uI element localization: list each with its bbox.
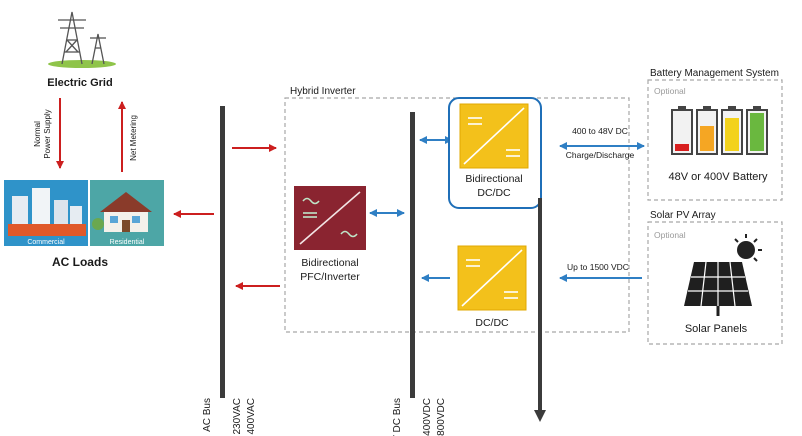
solar-title: Solar PV Array: [650, 210, 716, 221]
pfc-inverter-block: Bidirectional PFC/Inverter: [294, 186, 366, 283]
transmission-tower-icon: [58, 11, 106, 65]
normal-supply-label-1: Normal: [33, 121, 42, 147]
bms-optional: Optional: [654, 86, 686, 96]
dc-dc-conversion-icon: [461, 249, 523, 307]
sun-icon: [734, 234, 762, 262]
solar-optional: Optional: [654, 230, 686, 240]
bidirectional-dcdc-label-2: DC/DC: [477, 187, 511, 199]
ac-loads: Commercial Residential AC Loads: [4, 180, 164, 269]
dcdc-block: DC/DC: [457, 245, 527, 329]
buildings-icon: [8, 188, 86, 236]
bms-frame: [647, 79, 783, 201]
bidirectional-dcdc-label-1: Bidirectional: [465, 173, 522, 185]
hybrid-inverter-title: Hybrid Inverter: [290, 86, 356, 97]
commercial-label: Commercial: [27, 239, 65, 246]
solar-link-label: Up to 1500 VDC: [567, 262, 629, 272]
battery-high-icon: [721, 106, 743, 155]
pfc-label-1: Bidirectional: [301, 257, 358, 269]
battery-full-icon: [746, 106, 768, 155]
dc-dc-conversion-icon: [463, 107, 525, 165]
solar-label: Solar Panels: [685, 323, 748, 335]
ac-bus-voltage-2: 3Ø 400VAC: [246, 398, 257, 436]
bms-label: 48V or 400V Battery: [668, 171, 768, 183]
house-icon: [92, 192, 152, 232]
ac-loads-label: AC Loads: [52, 255, 108, 269]
battery-medium-icon: [696, 106, 718, 155]
hv-dc-bus-voltage-1: 400VDC: [422, 398, 433, 436]
solar-panel-icon: [684, 261, 752, 316]
battery-link-label-2: Charge/Discharge: [566, 150, 635, 160]
net-metering-label: Net Metering: [129, 115, 138, 161]
battery-icons: [671, 106, 768, 155]
electric-grid: Electric Grid: [47, 11, 116, 89]
pfc-label-2: PFC/Inverter: [300, 271, 360, 283]
battery-link-label-1: 400 to 48V DC: [572, 126, 628, 136]
normal-supply-label-2: Power Supply: [43, 109, 52, 158]
ac-bus-label: AC Bus: [202, 398, 213, 432]
hv-dc-bus-bar: [410, 112, 415, 398]
dcdc-label: DC/DC: [475, 317, 509, 329]
ac-bus-voltage-1: 1Ø 230VAC: [232, 398, 243, 436]
battery-low-icon: [671, 106, 693, 155]
ac-bus-bar: [220, 106, 225, 398]
electric-grid-label: Electric Grid: [47, 77, 112, 89]
solar-frame: [647, 221, 783, 345]
residential-label: Residential: [110, 239, 145, 246]
bidirectional-dcdc-block: Bidirectional DC/DC: [448, 97, 542, 209]
hv-dc-bus-label: HV DC Bus: [392, 398, 403, 436]
ac-dc-conversion-icon: [299, 191, 361, 245]
hv-dc-bus-voltage-2: 800VDC: [436, 398, 447, 436]
bms-title: Battery Management System: [650, 68, 779, 79]
